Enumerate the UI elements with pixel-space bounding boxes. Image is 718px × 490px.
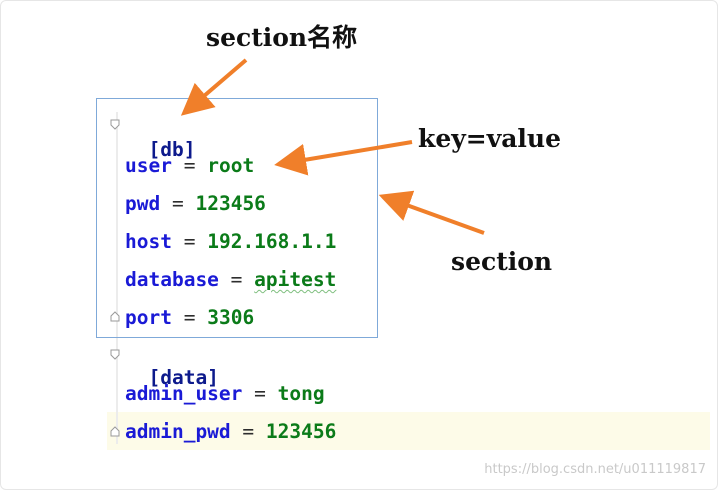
equals-sign: = — [183, 306, 196, 329]
key-text: host — [125, 230, 172, 253]
code-line: user = root — [125, 155, 254, 177]
annotation-key-value: key=value — [418, 124, 562, 153]
key-text: user — [125, 154, 172, 177]
equals-sign: = — [171, 192, 184, 215]
annotation-section: section — [451, 247, 553, 276]
fold-close-icon — [110, 311, 120, 322]
value-text: 123456 — [265, 420, 337, 443]
value-text: tong — [277, 382, 325, 405]
fold-close-icon — [110, 426, 120, 437]
fold-open-icon — [110, 349, 120, 360]
key-text: pwd — [125, 192, 161, 215]
code-line: database = apitest — [125, 269, 336, 291]
equals-sign: = — [242, 420, 255, 443]
fold-open-icon — [110, 119, 120, 130]
section-header-text: [data] — [148, 366, 219, 389]
code-line: port = 3306 — [125, 307, 254, 329]
annotation-section-name: section名称 — [206, 23, 358, 52]
value-text: root — [207, 154, 255, 177]
code-line: admin_user = tong — [125, 383, 325, 405]
section-header-text: [db] — [148, 138, 196, 161]
code-line: host = 192.168.1.1 — [125, 231, 336, 253]
equals-sign: = — [183, 230, 196, 253]
key-text: admin_pwd — [125, 420, 231, 443]
equals-sign: = — [254, 382, 266, 405]
current-line-highlight — [107, 412, 710, 450]
fold-gutter-line — [116, 112, 118, 444]
value-text: 3306 — [207, 306, 255, 329]
value-text: apitest — [254, 268, 337, 291]
key-text: admin_user — [125, 382, 243, 405]
code-line: pwd = 123456 — [125, 193, 266, 215]
code-line: admin_pwd = 123456 — [125, 421, 336, 443]
equals-sign: = — [230, 268, 243, 291]
key-text: port — [125, 306, 172, 329]
equals-sign: = — [183, 154, 196, 177]
watermark-text: https://blog.csdn.net/u011119817 — [484, 462, 706, 477]
value-text: 192.168.1.1 — [207, 230, 337, 253]
value-text: 123456 — [195, 192, 266, 215]
key-text: database — [125, 268, 219, 291]
section-header-db: [db] — [125, 117, 195, 161]
section-header-data: [data] — [125, 345, 219, 389]
